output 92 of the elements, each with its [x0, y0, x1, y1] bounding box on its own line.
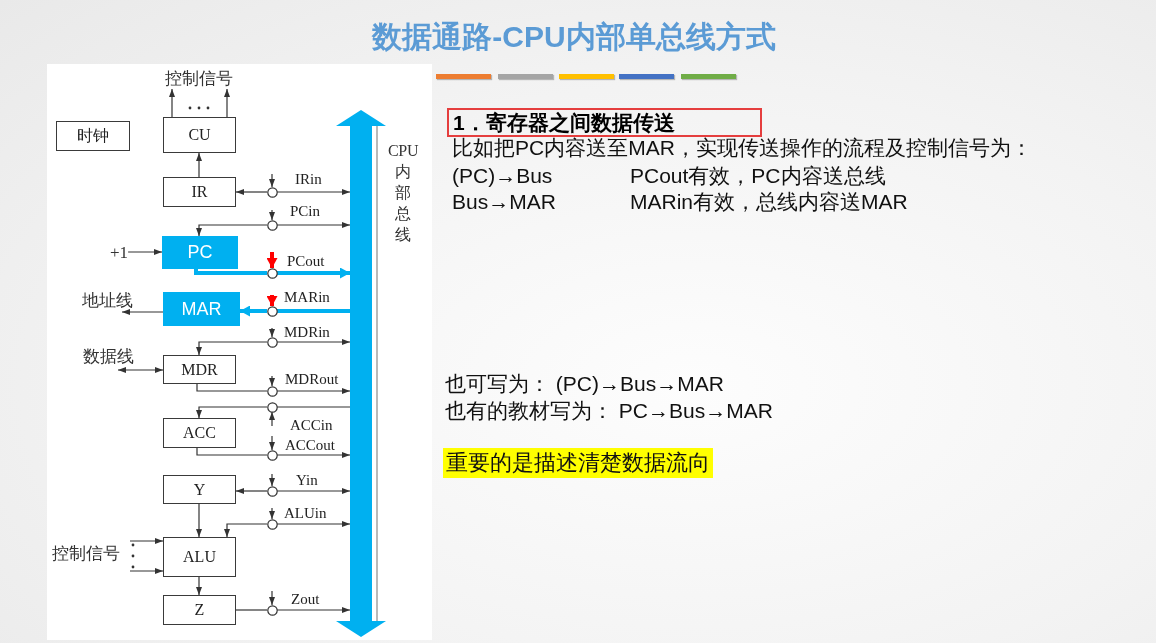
section-heading: 1．寄存器之间数据传送 — [447, 108, 762, 137]
arrow — [269, 375, 275, 387]
connector-line — [196, 383, 268, 392]
arrow — [127, 249, 163, 255]
body-text: 比如把PC内容送至MAR，实现传送操作的流程及控制信号为： — [452, 136, 1032, 160]
register-box: MAR — [163, 292, 240, 326]
arrow — [276, 189, 351, 195]
highlighted-note: 重要的是描述清楚数据流向 — [443, 448, 713, 478]
slide-title: 数据通路-CPU内部单总线方式 — [372, 19, 776, 55]
arrow — [169, 88, 175, 118]
arrow — [276, 452, 351, 458]
arrow — [196, 576, 202, 596]
arrow — [269, 590, 275, 606]
address-line-label: 地址线 — [82, 291, 133, 311]
register-box: IR — [163, 177, 236, 207]
signal-name: MDRout — [285, 372, 339, 387]
register-box: PC — [162, 236, 238, 269]
alu-box: ALU — [163, 537, 236, 577]
arrow — [240, 306, 267, 316]
step-description: PCout有效，PC内容送总线 — [630, 164, 886, 188]
step-description: MARin有效，总线内容送MAR — [630, 190, 908, 214]
signal-name: ALUin — [284, 506, 327, 521]
connector-line — [194, 269, 267, 275]
gate-circle — [266, 219, 278, 231]
arrow — [196, 406, 268, 419]
arrow — [269, 327, 275, 338]
connector-line — [196, 447, 268, 456]
transfer-step: (PC)→Bus — [452, 164, 553, 188]
register-box: ACC — [163, 418, 236, 448]
arrow — [196, 152, 202, 178]
arrow — [269, 411, 275, 427]
connector-line — [235, 609, 268, 611]
arrow — [267, 295, 277, 306]
register-box: Y — [163, 475, 236, 504]
control-unit-box: CU — [163, 117, 236, 153]
signal-name: Yin — [296, 473, 318, 488]
body-text: 也可写为： (PC)→Bus→MAR — [445, 372, 724, 396]
control-signal-label: 控制信号 — [165, 69, 233, 89]
arrow — [276, 521, 351, 527]
increment-label: +1 — [110, 243, 129, 263]
connector-line — [276, 406, 351, 408]
signal-name: ACCout — [285, 438, 335, 453]
arrow — [129, 568, 164, 574]
signal-name: MARin — [284, 290, 330, 305]
gate-circle — [266, 385, 278, 397]
gate-circle — [266, 401, 278, 413]
gate-circle — [266, 267, 278, 279]
control-signal-label: 控制信号 — [52, 544, 120, 564]
body-text: 也有的教材写为： PC→Bus→MAR — [445, 399, 773, 423]
arrow — [276, 388, 351, 394]
arrow — [267, 252, 277, 268]
arrow — [269, 209, 275, 221]
arrow — [269, 507, 275, 520]
transfer-step: Bus→MAR — [452, 190, 556, 214]
arrow — [235, 189, 268, 195]
arrow — [269, 435, 275, 451]
arrow — [276, 488, 351, 494]
gate-circle — [266, 305, 278, 317]
register-box: MDR — [163, 355, 236, 384]
arrow — [276, 607, 351, 613]
gate-circle — [266, 518, 278, 530]
arrow — [276, 222, 351, 228]
arrow — [121, 309, 164, 315]
signal-name: PCin — [290, 204, 320, 219]
gate-circle — [266, 186, 278, 198]
gate-circle — [266, 485, 278, 497]
arrow — [276, 339, 351, 345]
double-arrow — [117, 367, 164, 373]
arrow — [196, 503, 202, 538]
arrow — [277, 268, 350, 278]
register-box: Z — [163, 595, 236, 625]
bus-label: CPU内部总线 — [388, 141, 419, 245]
data-line-label: 数据线 — [83, 347, 134, 367]
gate-circle — [266, 449, 278, 461]
gate-circle — [266, 336, 278, 348]
arrow — [235, 488, 268, 494]
arrow — [196, 224, 268, 237]
signal-name: PCout — [287, 254, 325, 269]
arrow — [224, 523, 268, 538]
connector-line — [277, 309, 350, 313]
signal-name: Zout — [291, 592, 320, 607]
gate-circle — [266, 604, 278, 616]
arrow — [269, 473, 275, 487]
clock-box: 时钟 — [56, 121, 130, 151]
arrow — [224, 88, 230, 118]
signal-name: MDRin — [284, 325, 330, 340]
arrow — [196, 341, 268, 356]
arrow — [269, 173, 275, 188]
signal-name: ACCin — [290, 418, 333, 433]
bus-arrow — [336, 110, 386, 637]
arrow — [129, 538, 164, 544]
signal-name: IRin — [295, 172, 322, 187]
